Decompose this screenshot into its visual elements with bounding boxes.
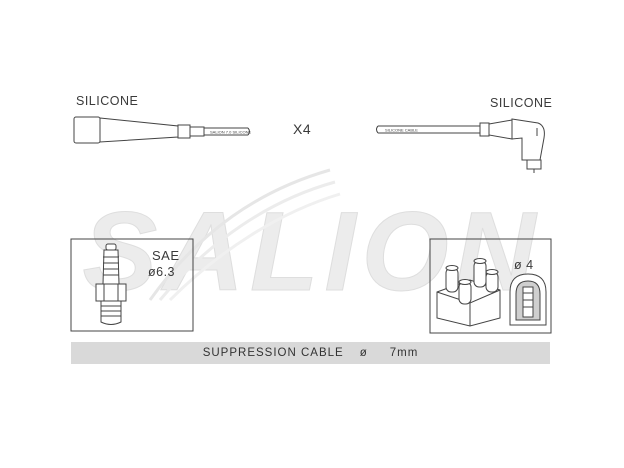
coil-box — [429, 238, 552, 334]
plug-diameter-label: ø6.3 — [148, 265, 176, 279]
plug-standard-label: SAE — [152, 248, 180, 263]
caption-bar: SUPPRESSION CABLE ø 7mm — [71, 342, 550, 364]
ignition-coil-icon — [436, 258, 501, 327]
caption-text: SUPPRESSION CABLE — [202, 347, 344, 359]
left-cable-print: SALION 7.0 SILICONE — [210, 130, 251, 135]
spark-plug-box — [70, 238, 194, 332]
watermark-text: SALION — [82, 189, 541, 314]
left-cable-end — [73, 116, 250, 144]
right-cable-end — [376, 118, 545, 173]
right-cable-print: SILICONE CABLE — [385, 128, 418, 133]
coil-terminal-icon — [509, 273, 547, 326]
caption-value: 7mm — [389, 347, 419, 359]
left-material-label: SILICONE — [76, 94, 139, 108]
quantity-label: X4 — [293, 121, 312, 137]
right-material-label: SILICONE — [490, 96, 553, 110]
caption-diameter-symbol: ø — [359, 347, 368, 359]
spark-plug-icon — [95, 243, 127, 325]
watermark-swoosh — [148, 168, 331, 301]
coil-diameter-label: ø 4 — [514, 258, 534, 272]
